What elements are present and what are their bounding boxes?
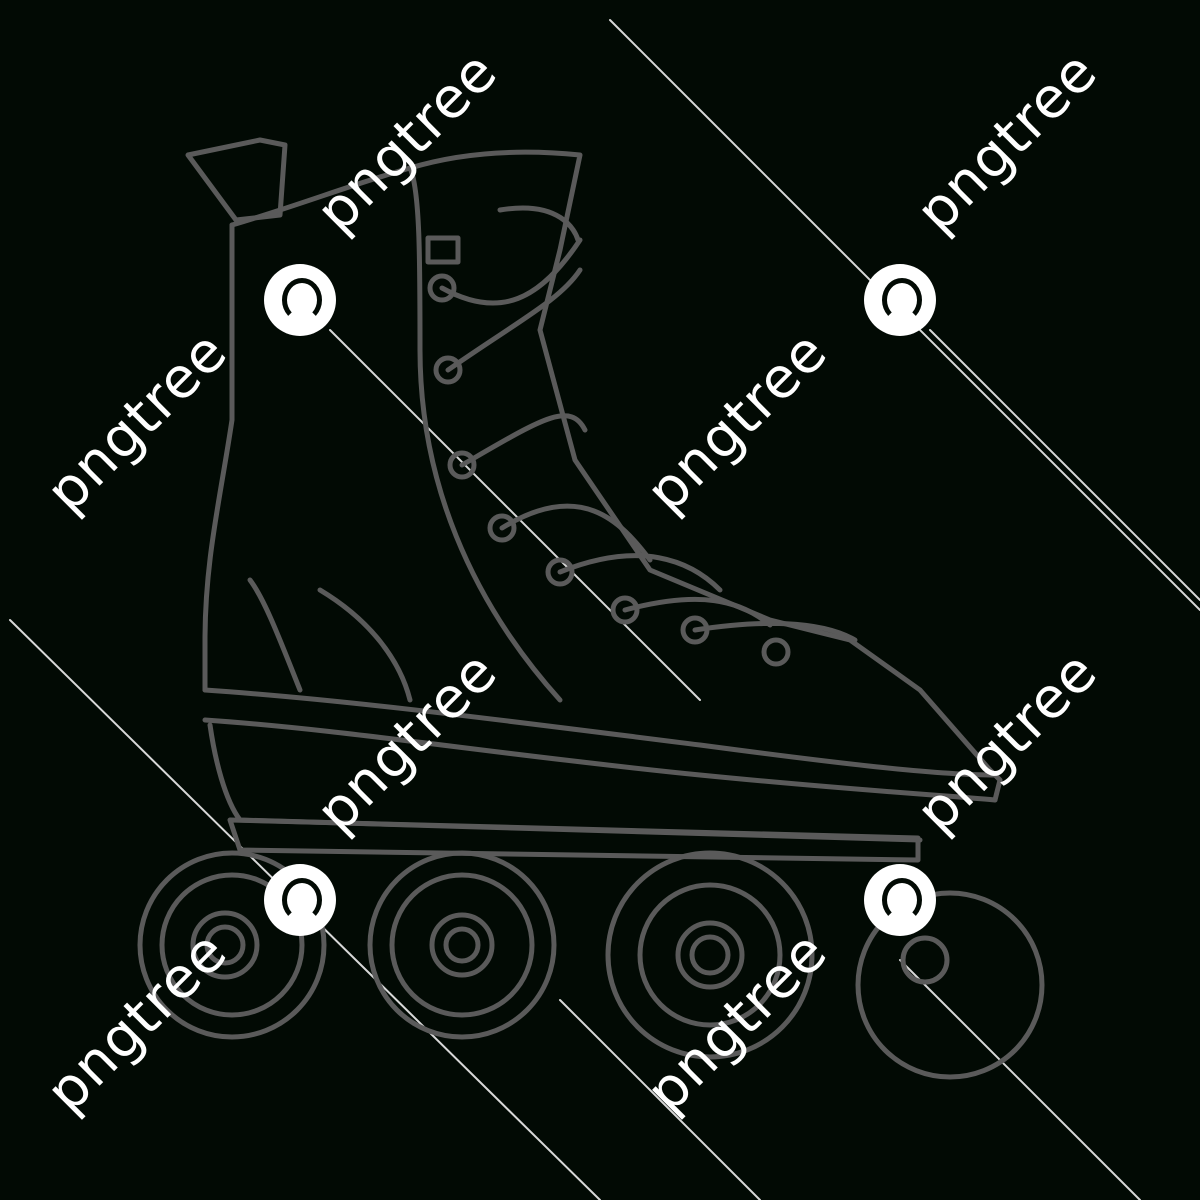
eyelets xyxy=(427,273,791,667)
watermark-logo-icon xyxy=(864,264,936,336)
laces xyxy=(439,237,858,643)
diagonal-lines xyxy=(9,19,1200,1200)
frame-plate xyxy=(227,817,921,863)
wheels xyxy=(137,850,1045,1080)
boot-outline xyxy=(229,149,1003,803)
sole-top xyxy=(202,687,998,778)
pull-tab xyxy=(185,137,288,223)
tag xyxy=(425,235,461,265)
watermark-logo-icon xyxy=(264,264,336,336)
watermark-logo-icon xyxy=(264,864,336,936)
watermark-logo-icon xyxy=(864,864,936,936)
